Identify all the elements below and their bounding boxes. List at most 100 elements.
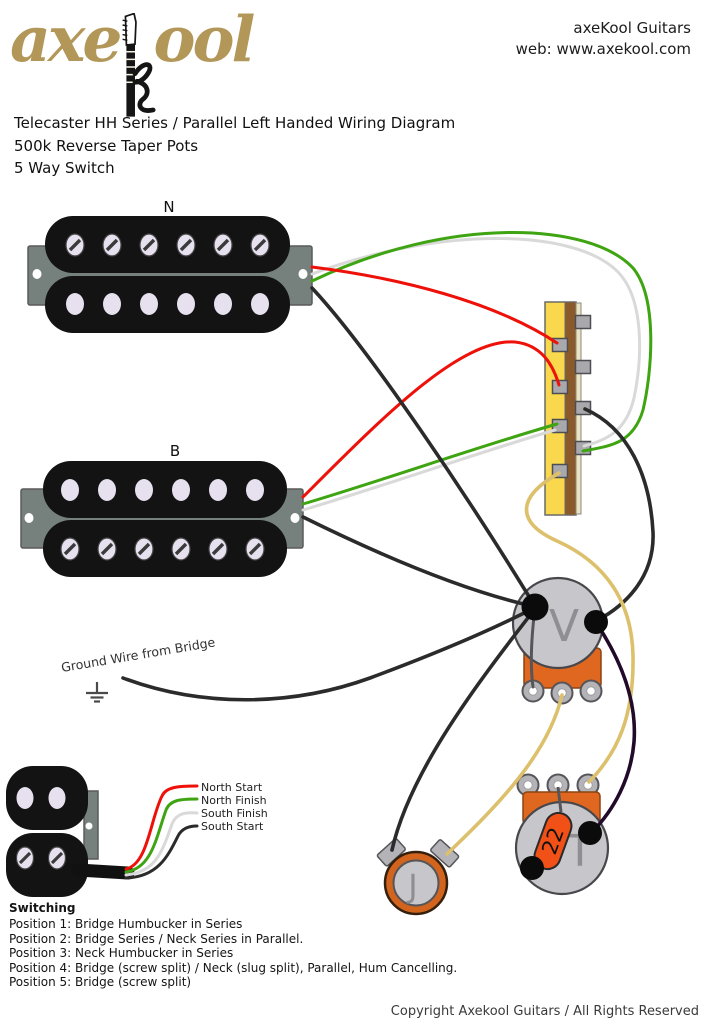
output-jack: J (376, 838, 460, 916)
pickup-coil-screws (43, 520, 287, 577)
volume-pot-label: V (549, 601, 579, 652)
jack-terminal-hot (430, 839, 460, 868)
logo-text-ool: ool (153, 2, 255, 76)
ground-symbol (86, 682, 108, 703)
pickup-cable (71, 863, 135, 880)
mounting-hole (290, 513, 300, 523)
diagram-title: Telecaster HH Series / Parallel Left Han… (14, 112, 455, 180)
copyright-text: Copyright Axekool Guitars / All Rights R… (390, 1004, 699, 1019)
pot-lugs (521, 679, 603, 705)
legend-label-north-start: North Start (201, 781, 263, 794)
mounting-hole (32, 269, 42, 279)
tone-pot: T 22 (514, 773, 610, 896)
switching-position-1: Position 1: Bridge Humbucker in Series (9, 917, 243, 932)
solder-blob (584, 610, 608, 634)
wire-bridge-ground (121, 607, 534, 702)
mounting-hole (24, 513, 34, 523)
neck-pickup-label: N (163, 198, 174, 216)
pole-piece (135, 479, 153, 501)
wire-volume-to-jack-hot (445, 693, 564, 856)
switching-position-3: Position 3: Neck Humbucker in Series (9, 946, 234, 961)
output-jack-label: J (406, 867, 417, 905)
pole-piece (16, 787, 34, 809)
mounting-hole (85, 822, 93, 830)
wire-neck-south-start (310, 286, 535, 605)
ground-callout: Ground Wire from Bridge (60, 634, 217, 703)
ground-wire-label: Ground Wire from Bridge (60, 634, 216, 675)
pole-piece (103, 293, 121, 315)
header-info: axeKool Guitars web: www.axekool.com (516, 18, 691, 60)
screw-slot (18, 851, 32, 865)
switch-terminals (551, 314, 592, 479)
legend-label-south-start: South Start (201, 820, 264, 833)
solder-blob (521, 593, 549, 621)
bridge-pickup-label: B (170, 442, 180, 460)
solder-blob (578, 821, 602, 845)
title-line-1: Telecaster HH Series / Parallel Left Han… (14, 114, 456, 132)
wire-neck-south-finish (310, 237, 642, 448)
wire-color-legend: North Start North Finish South Finish So… (6, 766, 268, 897)
legend-wire-south-start (124, 824, 199, 880)
wire-bridge-north-finish (301, 422, 559, 506)
wire-switch-to-tone (524, 471, 635, 784)
pole-piece (140, 293, 158, 315)
switching-heading: Switching (9, 901, 76, 915)
solder-blobs (520, 593, 608, 880)
cap-lead (556, 786, 563, 813)
pole-piece (48, 787, 66, 809)
wire-bridge-south-start (301, 515, 534, 608)
wire-volume-to-tone (590, 622, 637, 834)
switch-terminal (574, 359, 592, 375)
title-line-2: 500k Reverse Taper Pots (14, 136, 199, 155)
wire-neck-north-start (310, 265, 559, 345)
pole-piece (246, 479, 264, 501)
screw-slots (63, 542, 262, 556)
switching-position-5: Position 5: Bridge (screw split) (9, 975, 192, 990)
wires (121, 230, 655, 856)
switch-terminal (574, 400, 592, 416)
legend-label-south-finish: South Finish (201, 807, 268, 820)
screw-slot (50, 851, 64, 865)
company-name: axeKool Guitars (573, 19, 691, 37)
switching-position-2: Position 2: Bridge Series / Neck Series … (9, 931, 304, 946)
pole-piece (177, 293, 195, 315)
switch-terminal (551, 379, 569, 395)
neck-pickup: N (27, 198, 313, 333)
jack-face (392, 859, 440, 907)
guitar-neck-icon (122, 13, 156, 117)
legend-wire-north-start (124, 784, 199, 871)
slug-pole-row (61, 479, 264, 501)
legend-wire-south-finish (124, 811, 199, 877)
screw-slots (68, 238, 267, 252)
solder-blob (520, 856, 544, 880)
pickup-coil-slugs (45, 276, 290, 333)
brand-logo: axe ool (10, 2, 255, 117)
switching-position-4: Position 4: Bridge (screw split) / Neck … (9, 960, 458, 975)
pole-piece (251, 293, 269, 315)
wire-neck-north-finish (310, 230, 653, 453)
logo-text-axe: axe (10, 2, 122, 76)
switching-notes: Switching Position 1: Bridge Humbucker i… (9, 901, 457, 989)
pickup-coil-screws (45, 216, 290, 273)
pole-piece (214, 293, 232, 315)
wire-switch-to-volume (583, 407, 655, 622)
slug-pole-row (66, 293, 269, 315)
legend-wires (124, 784, 199, 880)
website-url: web: www.axekool.com (515, 40, 691, 58)
pole-piece (172, 479, 190, 501)
legend-label-north-finish: North Finish (201, 794, 267, 807)
legend-wire-north-finish (124, 797, 199, 874)
bridge-pickup: B (20, 442, 304, 577)
pole-piece (61, 479, 79, 501)
switch-wafer (564, 301, 577, 516)
title-line-3: 5 Way Switch (14, 159, 115, 177)
pole-piece (66, 293, 84, 315)
wire-bridge-south-finish (301, 428, 557, 512)
pole-piece (98, 479, 116, 501)
wire-volume-to-jack-ground (390, 608, 536, 852)
wire-bridge-north-start (301, 340, 561, 499)
pickup-coil-slugs (43, 461, 287, 518)
switch-terminal (574, 314, 592, 330)
